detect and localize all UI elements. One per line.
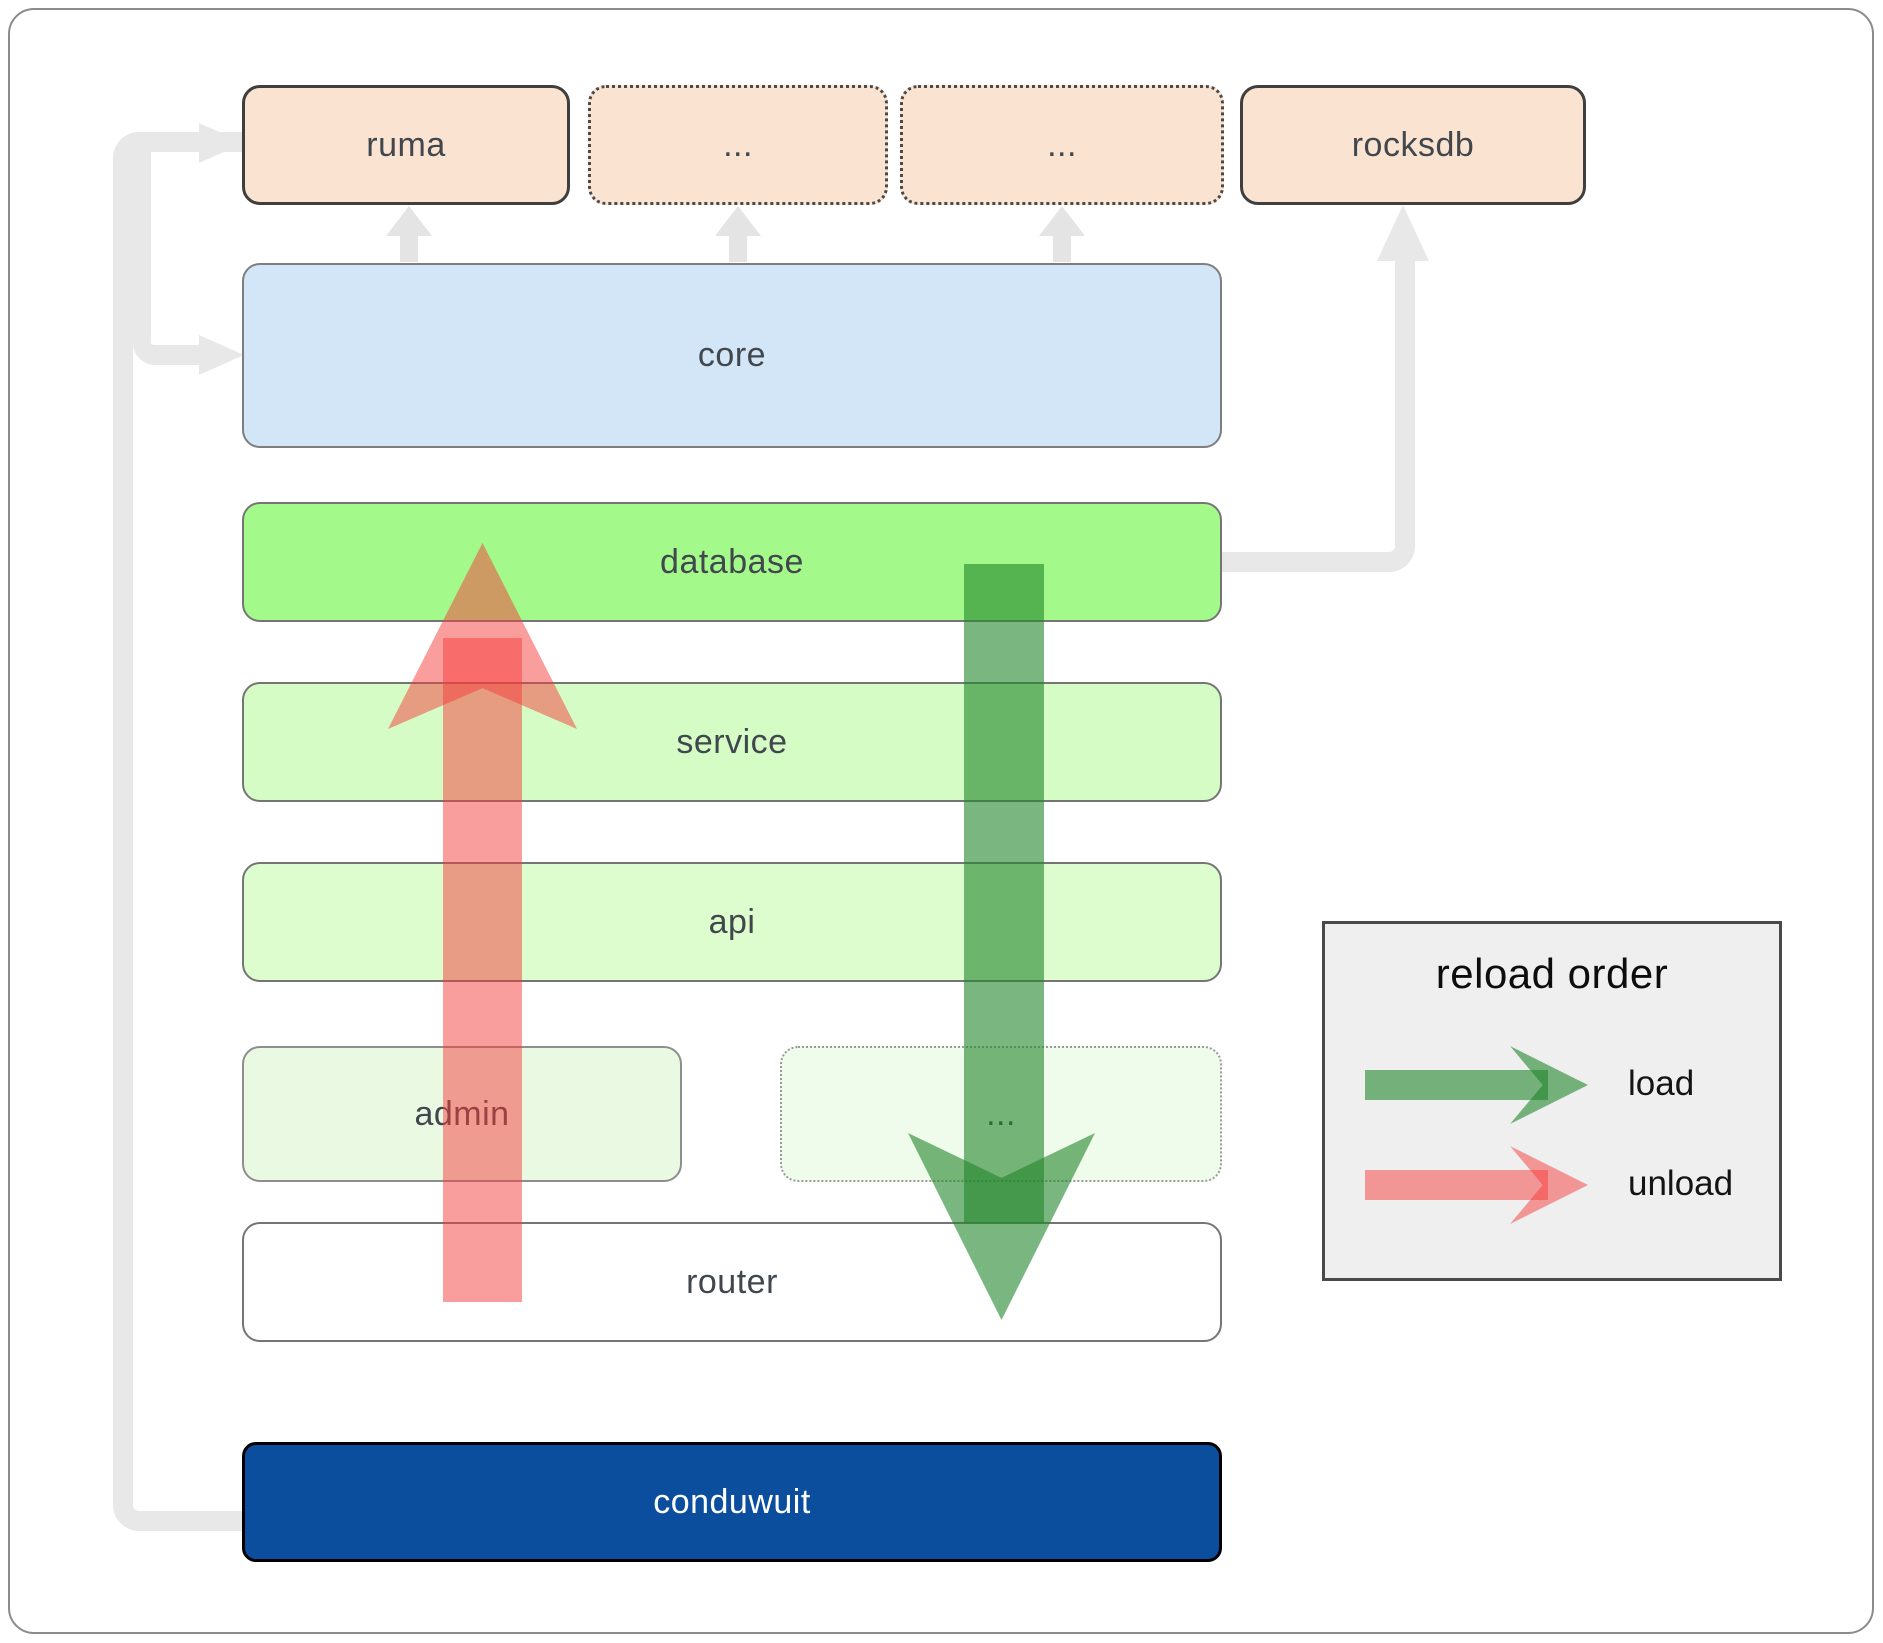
node-core-label: core bbox=[697, 336, 767, 374]
node-ellipsis-2-label: ... bbox=[1047, 125, 1077, 164]
node-database: database bbox=[242, 502, 1222, 622]
node-rocksdb: rocksdb bbox=[1240, 85, 1586, 205]
node-ruma: ruma bbox=[242, 85, 570, 205]
up-arrow-core-to-ruma-icon bbox=[386, 206, 432, 262]
node-service: service bbox=[242, 682, 1222, 802]
load-arrow-shaft bbox=[964, 564, 1044, 1223]
legend-load-label: load bbox=[1628, 1064, 1695, 1103]
unload-arrow-shaft bbox=[443, 638, 522, 1302]
node-conduwuit-label: conduwuit bbox=[653, 1482, 811, 1521]
node-api: api bbox=[242, 862, 1222, 982]
node-database-label: database bbox=[660, 542, 804, 581]
legend-title: reload order bbox=[1435, 950, 1669, 997]
up-arrow-core-to-ellipsis2-icon bbox=[1039, 206, 1085, 262]
legend-load-arrow-shaft bbox=[1365, 1070, 1548, 1100]
node-ellipsis-1: ... bbox=[588, 85, 888, 205]
node-conduwuit: conduwuit bbox=[242, 1442, 1222, 1562]
legend-unload-arrow-shaft bbox=[1365, 1170, 1548, 1200]
node-service-label: service bbox=[676, 722, 788, 761]
diagram-frame bbox=[8, 8, 1874, 1634]
up-arrow-core-to-ellipsis1-icon bbox=[715, 206, 761, 262]
node-router-label: router bbox=[686, 1262, 778, 1301]
node-ellipsis-1-label: ... bbox=[723, 125, 753, 164]
connector-branch-to-core bbox=[133, 152, 200, 365]
node-ellipsis-2: ... bbox=[900, 85, 1224, 205]
connector-database-to-rocksdb bbox=[1222, 260, 1415, 572]
legend-unload-label: unload bbox=[1628, 1164, 1734, 1203]
node-ruma-label: ruma bbox=[366, 125, 446, 164]
node-router: router bbox=[242, 1222, 1222, 1342]
node-rocksdb-label: rocksdb bbox=[1351, 125, 1475, 164]
connector-conduwuit-to-ruma bbox=[113, 132, 243, 1531]
node-api-label: api bbox=[708, 902, 756, 941]
node-core: core bbox=[242, 263, 1222, 448]
legend-box: reload order load unload bbox=[1322, 921, 1782, 1281]
